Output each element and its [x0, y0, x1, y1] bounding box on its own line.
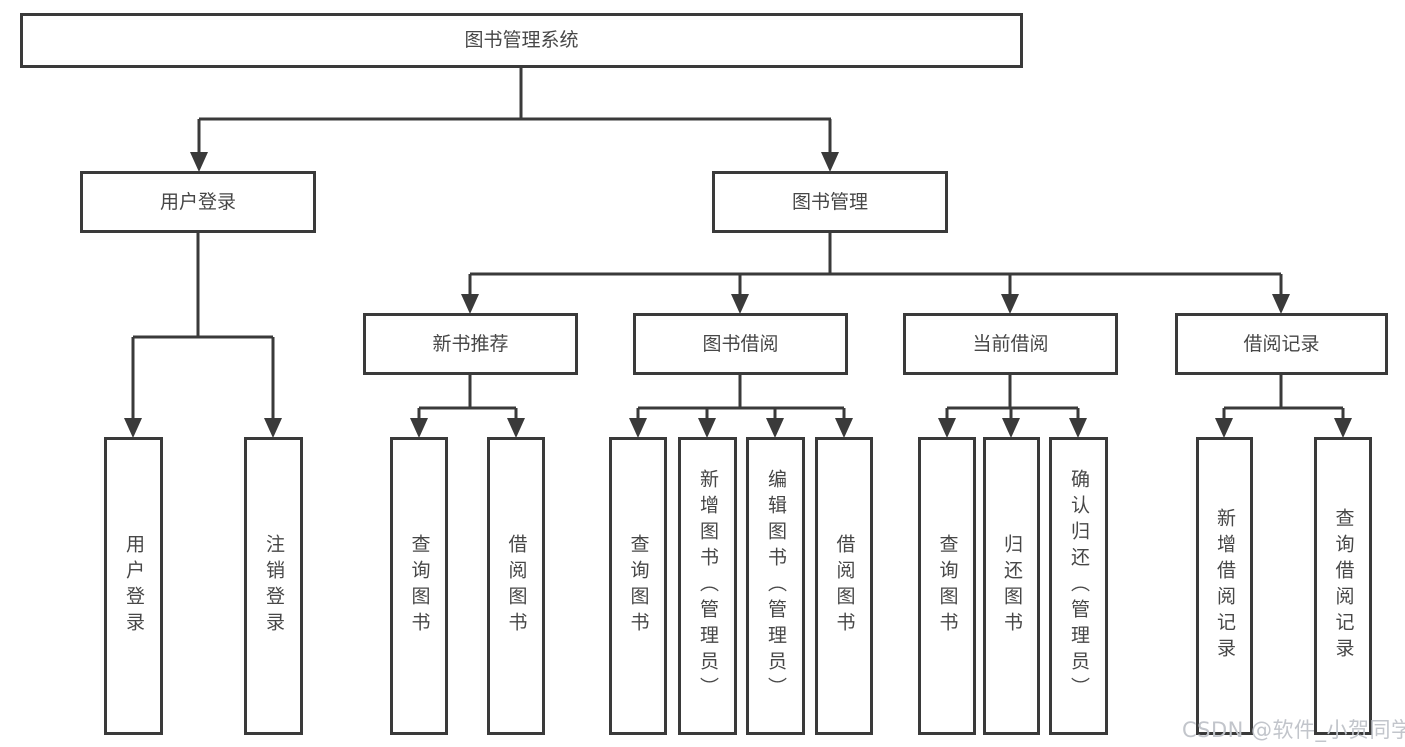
node-borrow-records-label: 借阅记录	[1243, 332, 1320, 355]
leaf-borrow-books-recommend: 借阅图书	[487, 437, 545, 735]
leaf-add-book-admin-label: 新增图书（管理员）	[697, 469, 719, 703]
node-book-borrow-label: 图书借阅	[702, 332, 779, 355]
node-root-label: 图书管理系统	[464, 29, 579, 51]
leaf-logout: 注销登录	[244, 437, 303, 735]
leaf-edit-book-admin: 编辑图书（管理员）	[746, 437, 805, 735]
node-book-management: 图书管理	[712, 171, 948, 233]
leaf-query-borrow-record-label: 查询借阅记录	[1332, 508, 1355, 664]
node-new-book-recommend: 新书推荐	[363, 313, 578, 375]
leaf-return-book: 归还图书	[983, 437, 1040, 735]
node-user-login-label: 用户登录	[159, 190, 236, 213]
leaf-confirm-return-admin-label: 确认归还（管理员）	[1068, 469, 1090, 703]
leaf-query-books-recommend-label: 查询图书	[408, 534, 431, 638]
leaf-query-books-current: 查询图书	[918, 437, 976, 735]
node-current-borrow-label: 当前借阅	[972, 332, 1049, 355]
leaf-query-borrow-record: 查询借阅记录	[1314, 437, 1372, 735]
leaf-borrow-books-label: 借阅图书	[833, 534, 856, 638]
node-book-borrow: 图书借阅	[633, 313, 848, 375]
leaf-query-books-current-label: 查询图书	[936, 534, 959, 638]
leaf-query-books-recommend: 查询图书	[390, 437, 448, 735]
leaf-borrow-books: 借阅图书	[815, 437, 873, 735]
leaf-query-books-borrow: 查询图书	[609, 437, 667, 735]
node-current-borrow: 当前借阅	[903, 313, 1118, 375]
node-user-login: 用户登录	[80, 171, 316, 233]
leaf-add-borrow-record-label: 新增借阅记录	[1214, 508, 1236, 664]
leaf-logout-label: 注销登录	[263, 534, 285, 638]
leaf-query-books-borrow-label: 查询图书	[627, 534, 650, 638]
leaf-user-login-label: 用户登录	[123, 534, 145, 638]
leaf-confirm-return-admin: 确认归还（管理员）	[1049, 437, 1108, 735]
leaf-return-book-label: 归还图书	[1001, 534, 1023, 638]
node-borrow-records: 借阅记录	[1175, 313, 1388, 375]
node-book-management-label: 图书管理	[791, 190, 868, 213]
node-new-book-recommend-label: 新书推荐	[432, 332, 509, 355]
watermark: CSDN @软件_小贺同学	[1182, 718, 1405, 742]
leaf-edit-book-admin-label: 编辑图书（管理员）	[765, 469, 787, 703]
leaf-add-borrow-record: 新增借阅记录	[1196, 437, 1253, 735]
node-root: 图书管理系统	[20, 13, 1023, 68]
leaf-user-login: 用户登录	[104, 437, 163, 735]
leaf-add-book-admin: 新增图书（管理员）	[678, 437, 737, 735]
leaf-borrow-books-recommend-label: 借阅图书	[505, 534, 528, 638]
